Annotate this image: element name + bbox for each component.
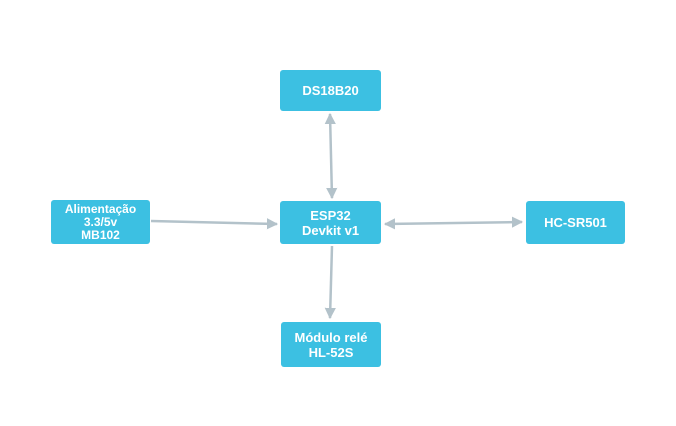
node-rele[interactable]: Módulo relé HL-52S xyxy=(281,322,381,367)
node-esp32[interactable]: ESP32 Devkit v1 xyxy=(280,201,381,244)
node-alimentacao-label-line3: MB102 xyxy=(81,227,120,242)
node-hcsr501[interactable]: HC-SR501 xyxy=(526,201,625,244)
connector-ds18b20-esp32 xyxy=(324,112,338,200)
node-rele-label-line2: HL-52S xyxy=(308,344,354,360)
node-hcsr501-label: HC-SR501 xyxy=(544,215,607,230)
node-ds18b20-label: DS18B20 xyxy=(302,83,359,98)
connector-esp32-hcsr501 xyxy=(383,216,524,230)
connector-esp32-rele xyxy=(324,245,336,320)
node-alimentacao-label-line2: 3.3/5v xyxy=(83,214,118,229)
node-alimentacao[interactable]: Alimentação 3.3/5v MB102 xyxy=(51,200,150,244)
connector-alimentacao-esp32 xyxy=(150,218,279,230)
node-ds18b20[interactable]: DS18B20 xyxy=(280,70,381,111)
node-rele-label-line1: Módulo relé xyxy=(294,329,368,345)
node-alimentacao-label-line1: Alimentação xyxy=(64,201,137,216)
node-esp32-label-line1: ESP32 xyxy=(310,207,351,223)
node-esp32-label-line2: Devkit v1 xyxy=(301,222,360,238)
